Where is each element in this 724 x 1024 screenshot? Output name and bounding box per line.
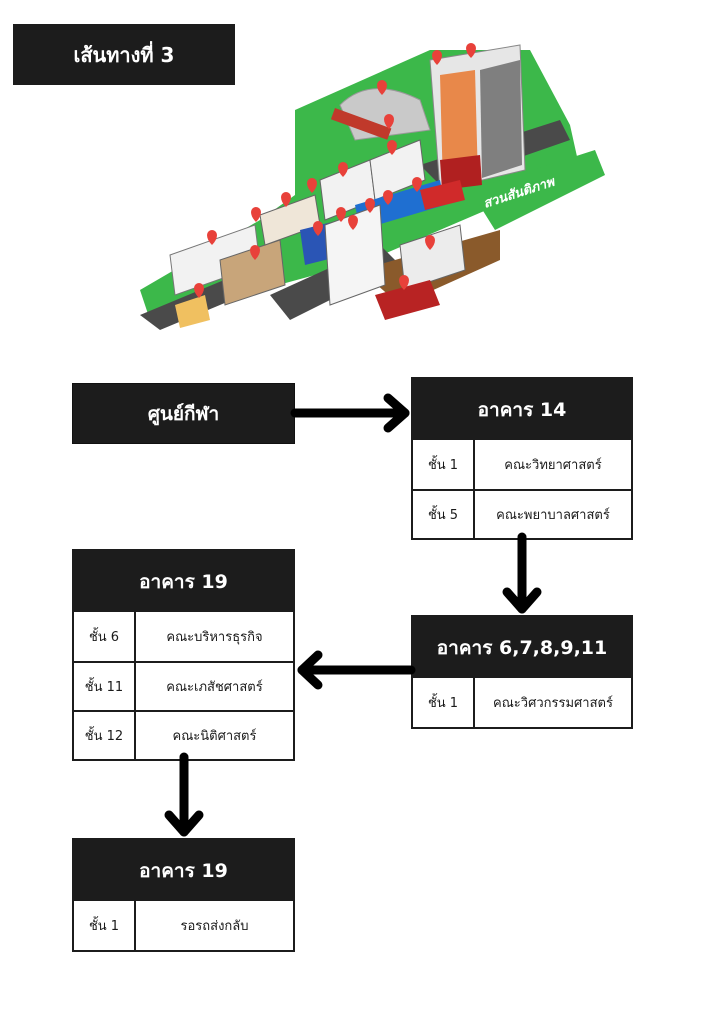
building [175, 295, 210, 328]
map-pin-icon [466, 43, 476, 58]
building-19-ground-card: อาคาร 19 ชั้น 1 รอรถส่งกลับ [72, 838, 295, 952]
building-14-card: อาคาร 14 ชั้น 1 คณะวิทยาศาสตร์ ชั้น 5 คณ… [411, 377, 633, 540]
map-pin-icon [307, 178, 317, 193]
building [399, 224, 466, 291]
floor-row: ชั้น 1 คณะวิศวกรรมศาสตร์ [413, 678, 631, 727]
map-pin-icon [383, 190, 393, 205]
floor-row: ชั้น 11 คณะเภสัชศาสตร์ [74, 661, 293, 710]
building-19-title: อาคาร 19 [74, 840, 293, 901]
map-pin-icon [338, 162, 348, 177]
map-pin-icon [412, 177, 422, 192]
floor-label: ชั้น 12 [74, 712, 136, 759]
faculty-label: คณะนิติศาสตร์ [172, 729, 257, 744]
building-19-title: อาคาร 19 [74, 551, 293, 612]
map-pin-icon [399, 275, 409, 290]
faculty-label: คณะวิทยาศาสตร์ [504, 458, 602, 473]
map-pin-icon [336, 207, 346, 222]
floor-label: ชั้น 6 [74, 612, 136, 661]
floor-label: ชั้น 5 [413, 491, 475, 538]
map-pin-icon [432, 50, 442, 65]
lawn-area-east [470, 150, 605, 230]
start-box: ศูนย์กีฬา [72, 383, 295, 444]
arrow-down-icon [164, 752, 204, 837]
route-title: เส้นทางที่ 3 [13, 24, 235, 85]
map-pin-icon [313, 221, 323, 236]
building [420, 180, 465, 210]
campus-map: สวนสันติภาพ [140, 43, 605, 330]
map-pin-icon [194, 283, 204, 298]
floor-row: ชั้น 1 คณะวิทยาศาสตร์ [413, 440, 631, 489]
building [375, 280, 440, 320]
building [324, 204, 386, 306]
dome-base [330, 108, 392, 140]
floor-row: ชั้น 5 คณะพยาบาลศาสตร์ [413, 489, 631, 538]
floor-label: ชั้น 11 [74, 663, 136, 710]
faculty-label: รอรถส่งกลับ [180, 919, 249, 934]
map-pin-icon [251, 207, 261, 222]
arrow-right-icon [290, 393, 410, 433]
floor-row: ชั้น 12 คณะนิติศาสตร์ [74, 710, 293, 759]
building-6-11-card: อาคาร 6,7,8,9,11 ชั้น 1 คณะวิศวกรรมศาสตร… [411, 615, 633, 729]
map-pin-icon [348, 215, 358, 230]
floor-label: ชั้น 1 [413, 440, 475, 489]
floor-row: ชั้น 1 รอรถส่งกลับ [74, 901, 293, 950]
building [219, 239, 286, 306]
faculty-label: คณะวิศวกรรมศาสตร์ [493, 696, 613, 711]
floor-label: ชั้น 1 [413, 678, 475, 727]
arrow-left-icon [297, 650, 416, 690]
map-pin-icon [250, 245, 260, 260]
faculty-label: คณะบริหารธุรกิจ [166, 630, 263, 645]
floor-label: ชั้น 1 [74, 901, 136, 950]
building-6-11-title: อาคาร 6,7,8,9,11 [413, 617, 631, 678]
map-pin-icon [425, 235, 435, 250]
map-pin-icon [384, 114, 394, 129]
building [369, 139, 426, 201]
map-pin-icon [207, 230, 217, 245]
map-pin-icon [377, 80, 387, 95]
map-pin-icon [387, 140, 397, 155]
building-14-title: อาคาร 14 [413, 379, 631, 440]
map-pin-icon [281, 192, 291, 207]
faculty-label: คณะพยาบาลศาสตร์ [496, 508, 610, 523]
map-pin-icon [365, 198, 375, 213]
faculty-label: คณะเภสัชศาสตร์ [166, 680, 263, 695]
building-19-upper-card: อาคาร 19 ชั้น 6 คณะบริหารธุรกิจ ชั้น 11 … [72, 549, 295, 761]
arrow-down-icon [502, 532, 542, 614]
map-pins [194, 43, 476, 298]
floor-row: ชั้น 6 คณะบริหารธุรกิจ [74, 612, 293, 661]
